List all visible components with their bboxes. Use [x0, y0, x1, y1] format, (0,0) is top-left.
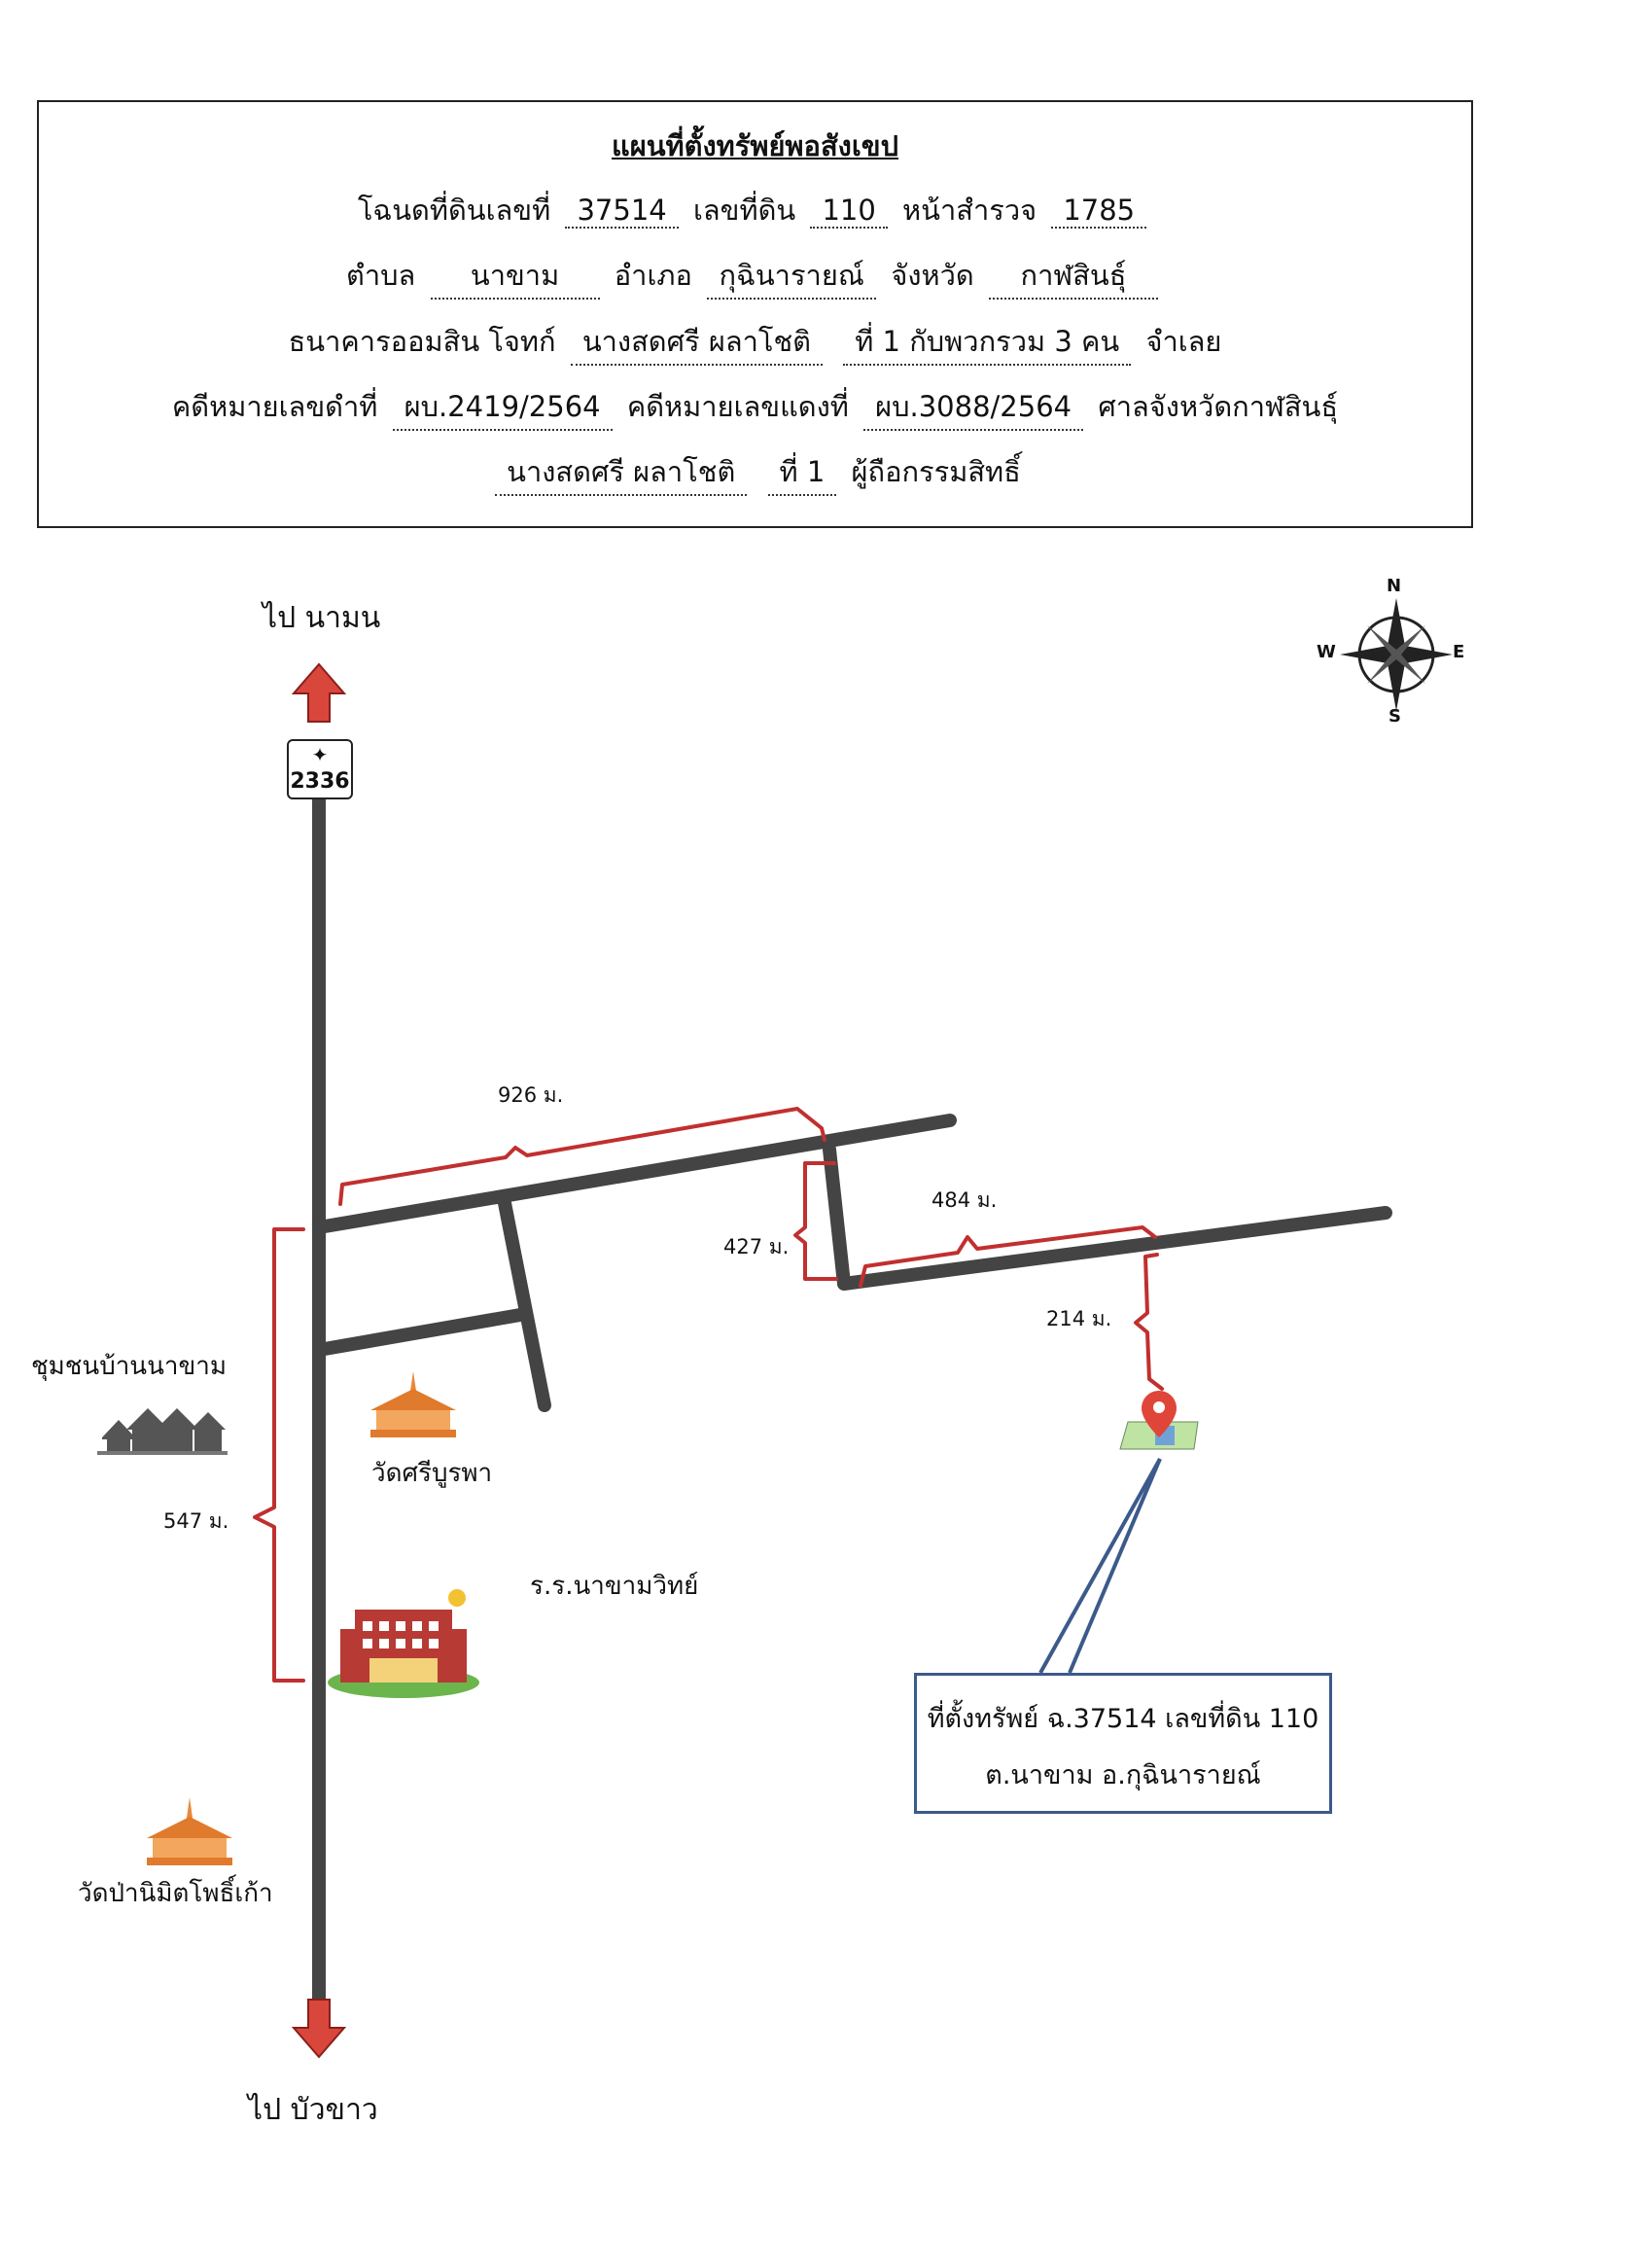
- school-label: ร.ร.นาขามวิทย์: [530, 1572, 699, 1601]
- black-case-no: ผบ.2419/2564: [392, 384, 613, 431]
- owner-label: ผู้ถือกรรมสิทธิ์: [851, 455, 1021, 488]
- owner-line: นางสดศรี ผลาโชติ ที่ 1 ผู้ถือกรรมสิทธิ์: [39, 449, 1471, 496]
- dim-214: [1134, 1253, 1164, 1391]
- owner-name: นางสดศรี ผลาโชติ: [495, 449, 748, 496]
- tambon-label: ตำบล: [346, 259, 416, 292]
- amphoe-value: กุฉินารายณ์: [707, 253, 877, 300]
- province-value: กาฬสินธุ์: [988, 253, 1158, 300]
- map-title: แผนที่ตั้งทรัพย์พอสังเขป: [612, 129, 898, 162]
- land-no-label: เลขที่ดิน: [692, 194, 796, 227]
- defendant-no: ที่ 1 กับพวกรวม 3 คน: [843, 319, 1132, 366]
- dim-926: [338, 1107, 826, 1206]
- roads: [312, 791, 1392, 2005]
- defendant-label: จำเลย: [1145, 325, 1222, 358]
- case-line: คดีหมายเลขดำที่ ผบ.2419/2564 คดีหมายเลขแ…: [39, 384, 1471, 431]
- dimension-lines: [253, 1107, 1164, 1683]
- red-case-no: ผบ.3088/2564: [863, 384, 1084, 431]
- survey-no: 1785: [1051, 194, 1147, 229]
- compass-e: E: [1453, 642, 1465, 662]
- branch-road: [497, 1191, 551, 1412]
- cross-road: [312, 1308, 527, 1357]
- survey-label: หน้าสำรวจ: [902, 194, 1037, 227]
- distance-926: 926 ม.: [498, 1083, 564, 1107]
- plaintiff-label: ธนาคารออมสิน โจทก์: [288, 325, 556, 358]
- distance-427: 427 ม.: [723, 1235, 790, 1258]
- compass-s: S: [1388, 706, 1401, 726]
- school-icon: [328, 1589, 479, 1698]
- compass-n: N: [1387, 576, 1402, 596]
- south-arrow-icon: [291, 1999, 347, 2059]
- deed-label: โฉนดที่ดินเลขที่: [357, 194, 551, 227]
- emblem-icon: ✦: [311, 743, 329, 766]
- route-shield: ✦ 2336: [287, 739, 353, 799]
- tambon-value: นาขาม: [430, 253, 600, 300]
- to-north-label: ไป นามน: [263, 601, 381, 635]
- property-line-2: ต.นาขาม อ.กุฉินารายณ์: [985, 1760, 1261, 1790]
- community-label: ชุมชนบ้านนาขาม: [31, 1352, 227, 1381]
- direction-arrows: [291, 662, 347, 2059]
- parties-line: ธนาคารออมสิน โจทก์ นางสดศรี ผลาโชติ ที่ …: [39, 319, 1471, 366]
- connector-road: [823, 1143, 851, 1291]
- province-label: จังหวัด: [891, 259, 974, 292]
- amphoe-label: อำเภอ: [614, 259, 692, 292]
- route-number: 2336: [290, 769, 350, 794]
- location-pin-icon: [1142, 1391, 1177, 1437]
- dim-547: [253, 1227, 305, 1683]
- compass-w: W: [1317, 642, 1336, 662]
- temple1-label: วัดศรีบูรพา: [371, 1459, 493, 1488]
- red-case-label: คดีหมายเลขแดงที่: [626, 390, 849, 423]
- dim-427: [793, 1161, 838, 1281]
- property-line-1: ที่ตั้งทรัพย์ ฉ.37514 เลขที่ดิน 110: [927, 1704, 1319, 1734]
- temple-icon: [370, 1371, 456, 1437]
- header-box: แผนที่ตั้งทรัพย์พอสังเขป โฉนดที่ดินเลขที…: [37, 100, 1473, 528]
- dim-484: [859, 1225, 1157, 1288]
- east-road-upper: [312, 1114, 957, 1234]
- deed-line: โฉนดที่ดินเลขที่ 37514 เลขที่ดิน 110 หน้…: [39, 188, 1471, 232]
- distance-547: 547 ม.: [163, 1509, 229, 1533]
- compass-icon: [1340, 598, 1453, 711]
- court-name: ศาลจังหวัดกาฬสินธุ์: [1098, 390, 1339, 423]
- owner-no: ที่ 1: [767, 449, 837, 496]
- property-marker: [1119, 1391, 1199, 1450]
- land-no: 110: [810, 194, 888, 229]
- temple2-label: วัดป่านิมิตโพธิ์เก้า: [78, 1879, 273, 1908]
- distance-214: 214 ม.: [1046, 1307, 1112, 1330]
- to-south-label: ไป บัวขาว: [248, 2093, 378, 2127]
- callout-lines: [1038, 1458, 1162, 1674]
- property-info-box: ที่ตั้งทรัพย์ ฉ.37514 เลขที่ดิน 110 ต.นา…: [914, 1673, 1332, 1814]
- location-line: ตำบล นาขาม อำเภอ กุฉินารายณ์ จังหวัด กาฬ…: [39, 253, 1471, 300]
- defendant-name: นางสดศรี ผลาโชติ: [570, 319, 823, 366]
- deed-no: 37514: [565, 194, 679, 229]
- north-arrow-icon: [291, 662, 347, 723]
- east-road-lower: [837, 1206, 1392, 1291]
- black-case-label: คดีหมายเลขดำที่: [171, 390, 378, 423]
- temple-icon: [147, 1797, 232, 1865]
- houses-icon: [97, 1408, 228, 1455]
- distance-484: 484 ม.: [931, 1188, 998, 1212]
